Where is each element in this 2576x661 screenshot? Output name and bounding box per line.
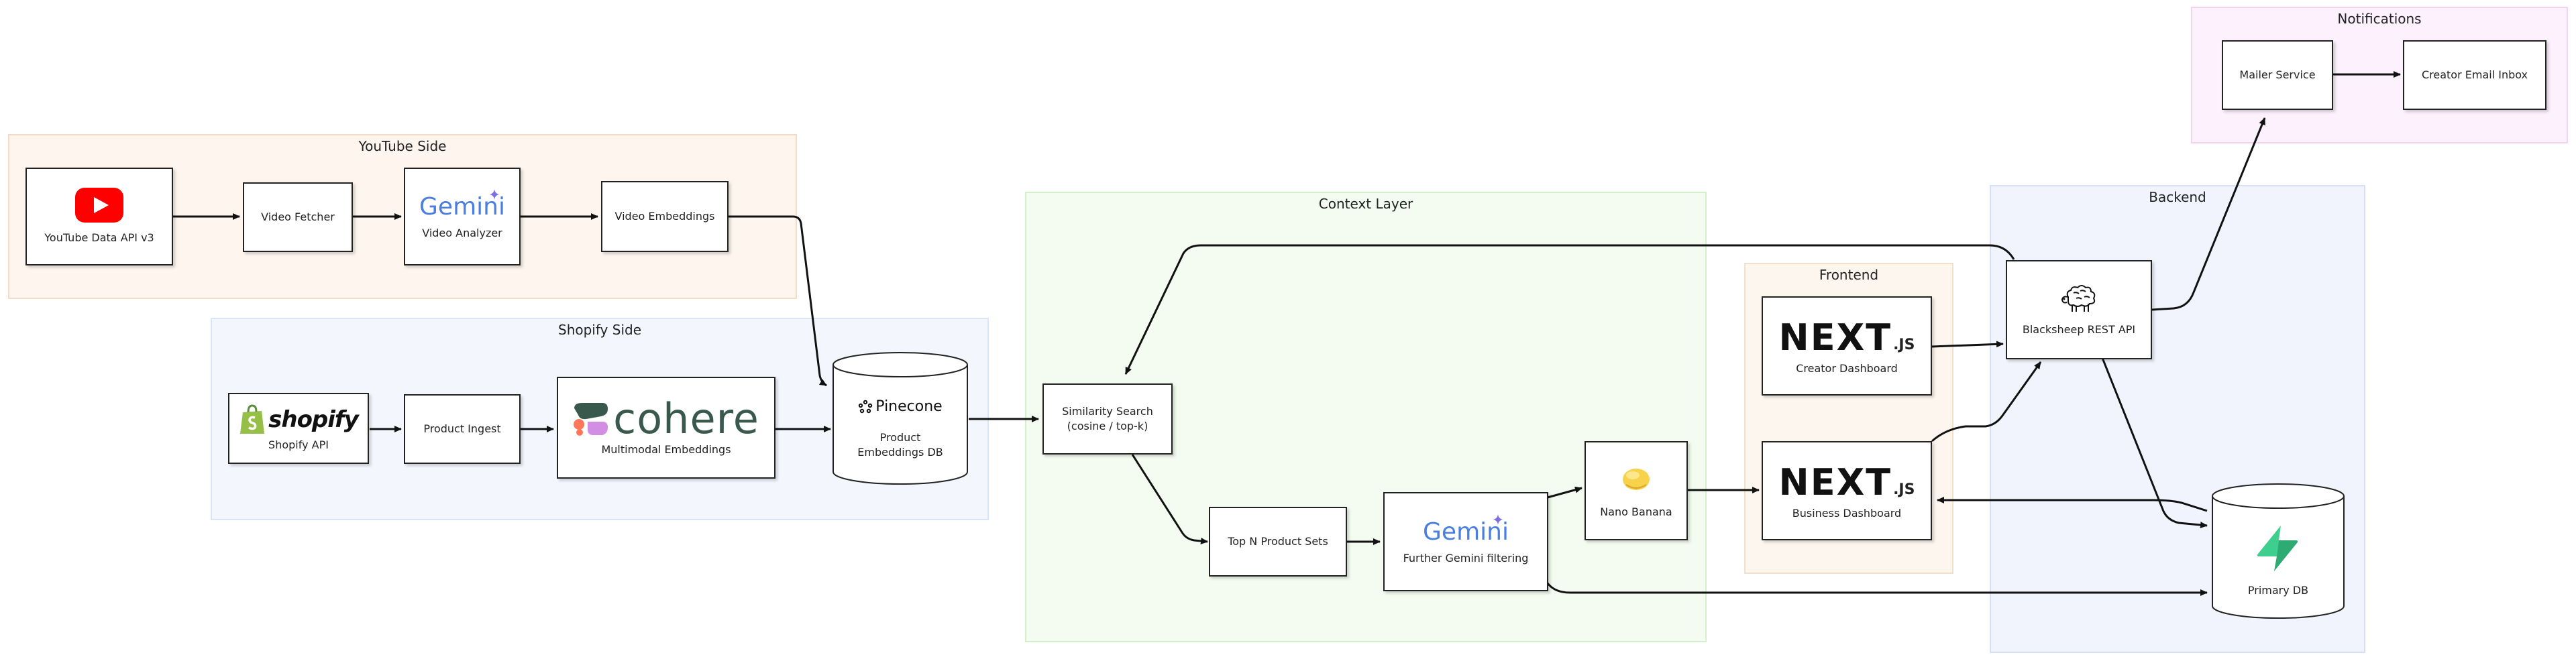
gemini-logo: Gemini xyxy=(1423,514,1509,546)
gemini-logo-text: Gemini xyxy=(419,192,505,221)
cylinder-shape xyxy=(833,352,968,485)
gemini-sparkle-icon xyxy=(1492,514,1503,525)
youtube-logo-icon xyxy=(75,188,123,223)
nextjs-logo-icon: NEXT .JS xyxy=(1779,461,1915,503)
node-label: Creator Email Inbox xyxy=(2421,68,2528,81)
nextjs-logo-text: NEXT xyxy=(1778,316,1892,359)
node-further-gemini-filtering[interactable]: Gemini Further Gemini filtering xyxy=(1383,492,1548,591)
gemini-logo: Gemini xyxy=(419,188,505,221)
nextjs-logo-suffix: .JS xyxy=(1893,336,1915,353)
node-label: Video Analyzer xyxy=(422,226,502,239)
cohere-logo-text: cohere xyxy=(613,394,759,443)
node-video-analyzer[interactable]: Gemini Video Analyzer xyxy=(404,168,521,265)
node-creator-email-inbox[interactable]: Creator Email Inbox xyxy=(2403,40,2546,110)
node-label: Video Fetcher xyxy=(261,211,335,223)
node-label: Mailer Service xyxy=(2239,68,2316,81)
nextjs-logo-suffix: .JS xyxy=(1893,481,1915,498)
node-label: Primary DB xyxy=(2247,584,2309,597)
node-label: Top N Product Sets xyxy=(1228,535,1328,548)
node-label: Business Dashboard xyxy=(1792,506,1902,520)
node-label: Multimodal Embeddings xyxy=(601,443,731,456)
cohere-logo-icon xyxy=(574,403,608,436)
node-label: Similarity Search (cosine / top-k) xyxy=(1062,405,1153,432)
gemini-logo-text: Gemini xyxy=(1423,518,1509,546)
node-business-dashboard[interactable]: NEXT .JS Business Dashboard xyxy=(1762,441,1932,540)
sheep-icon xyxy=(2061,285,2096,312)
node-label: Nano Banana xyxy=(1600,505,1672,518)
group-title: Shopify Side xyxy=(558,322,641,338)
node-label: Creator Dashboard xyxy=(1796,361,1898,375)
node-label: YouTube Data API v3 xyxy=(44,231,154,244)
nextjs-logo-text: NEXT xyxy=(1778,461,1892,503)
node-product-ingest[interactable]: Product Ingest xyxy=(404,394,521,464)
group-title: Frontend xyxy=(1819,267,1879,283)
nextjs-logo-icon: NEXT .JS xyxy=(1779,316,1915,359)
group-title: YouTube Side xyxy=(358,138,447,154)
shopify-logo: shopify xyxy=(239,404,359,435)
node-label: Blacksheep REST API xyxy=(2022,323,2136,336)
node-similarity-search[interactable]: Similarity Search (cosine / top-k) xyxy=(1042,383,1173,455)
node-video-fetcher[interactable]: Video Fetcher xyxy=(243,182,353,252)
gemini-sparkle-icon xyxy=(488,188,500,200)
node-video-embeddings[interactable]: Video Embeddings xyxy=(601,181,729,252)
node-label: Shopify API xyxy=(268,438,329,451)
supabase-bolt-icon xyxy=(2257,526,2298,571)
node-label: Further Gemini filtering xyxy=(1403,551,1529,564)
node-label: Video Embeddings xyxy=(614,210,715,223)
shopify-logo-text: shopify xyxy=(268,406,359,433)
shopify-bag-icon xyxy=(240,404,265,434)
group-title: Notifications xyxy=(2337,11,2422,27)
pinecone-logo: Pinecone xyxy=(830,398,970,415)
banana-icon xyxy=(1623,469,1650,490)
node-shopify-api[interactable]: shopify Shopify API xyxy=(228,393,369,464)
node-creator-dashboard[interactable]: NEXT .JS Creator Dashboard xyxy=(1762,296,1932,396)
node-nano-banana[interactable]: Nano Banana xyxy=(1585,441,1688,540)
node-label: Product Ingest xyxy=(423,422,501,435)
group-title: Backend xyxy=(2149,189,2206,205)
pinecone-logo-icon xyxy=(859,400,873,413)
node-youtube-data-api[interactable]: YouTube Data API v3 xyxy=(25,168,173,265)
cohere-logo: cohere xyxy=(573,398,759,440)
pinecone-logo-text: Pinecone xyxy=(875,398,943,415)
node-product-embeddings-db[interactable]: Pinecone Product Embeddings DB xyxy=(830,351,970,487)
node-label: Product Embeddings DB xyxy=(857,431,943,459)
node-blacksheep-rest-api[interactable]: Blacksheep REST API xyxy=(2006,260,2152,359)
group-title: Context Layer xyxy=(1318,196,1413,212)
node-primary-db[interactable]: Primary DB xyxy=(2210,483,2347,621)
node-multimodal-embeddings[interactable]: cohere Multimodal Embeddings xyxy=(557,377,775,479)
node-top-n-product-sets[interactable]: Top N Product Sets xyxy=(1209,507,1347,577)
node-mailer-service[interactable]: Mailer Service xyxy=(2222,40,2333,110)
